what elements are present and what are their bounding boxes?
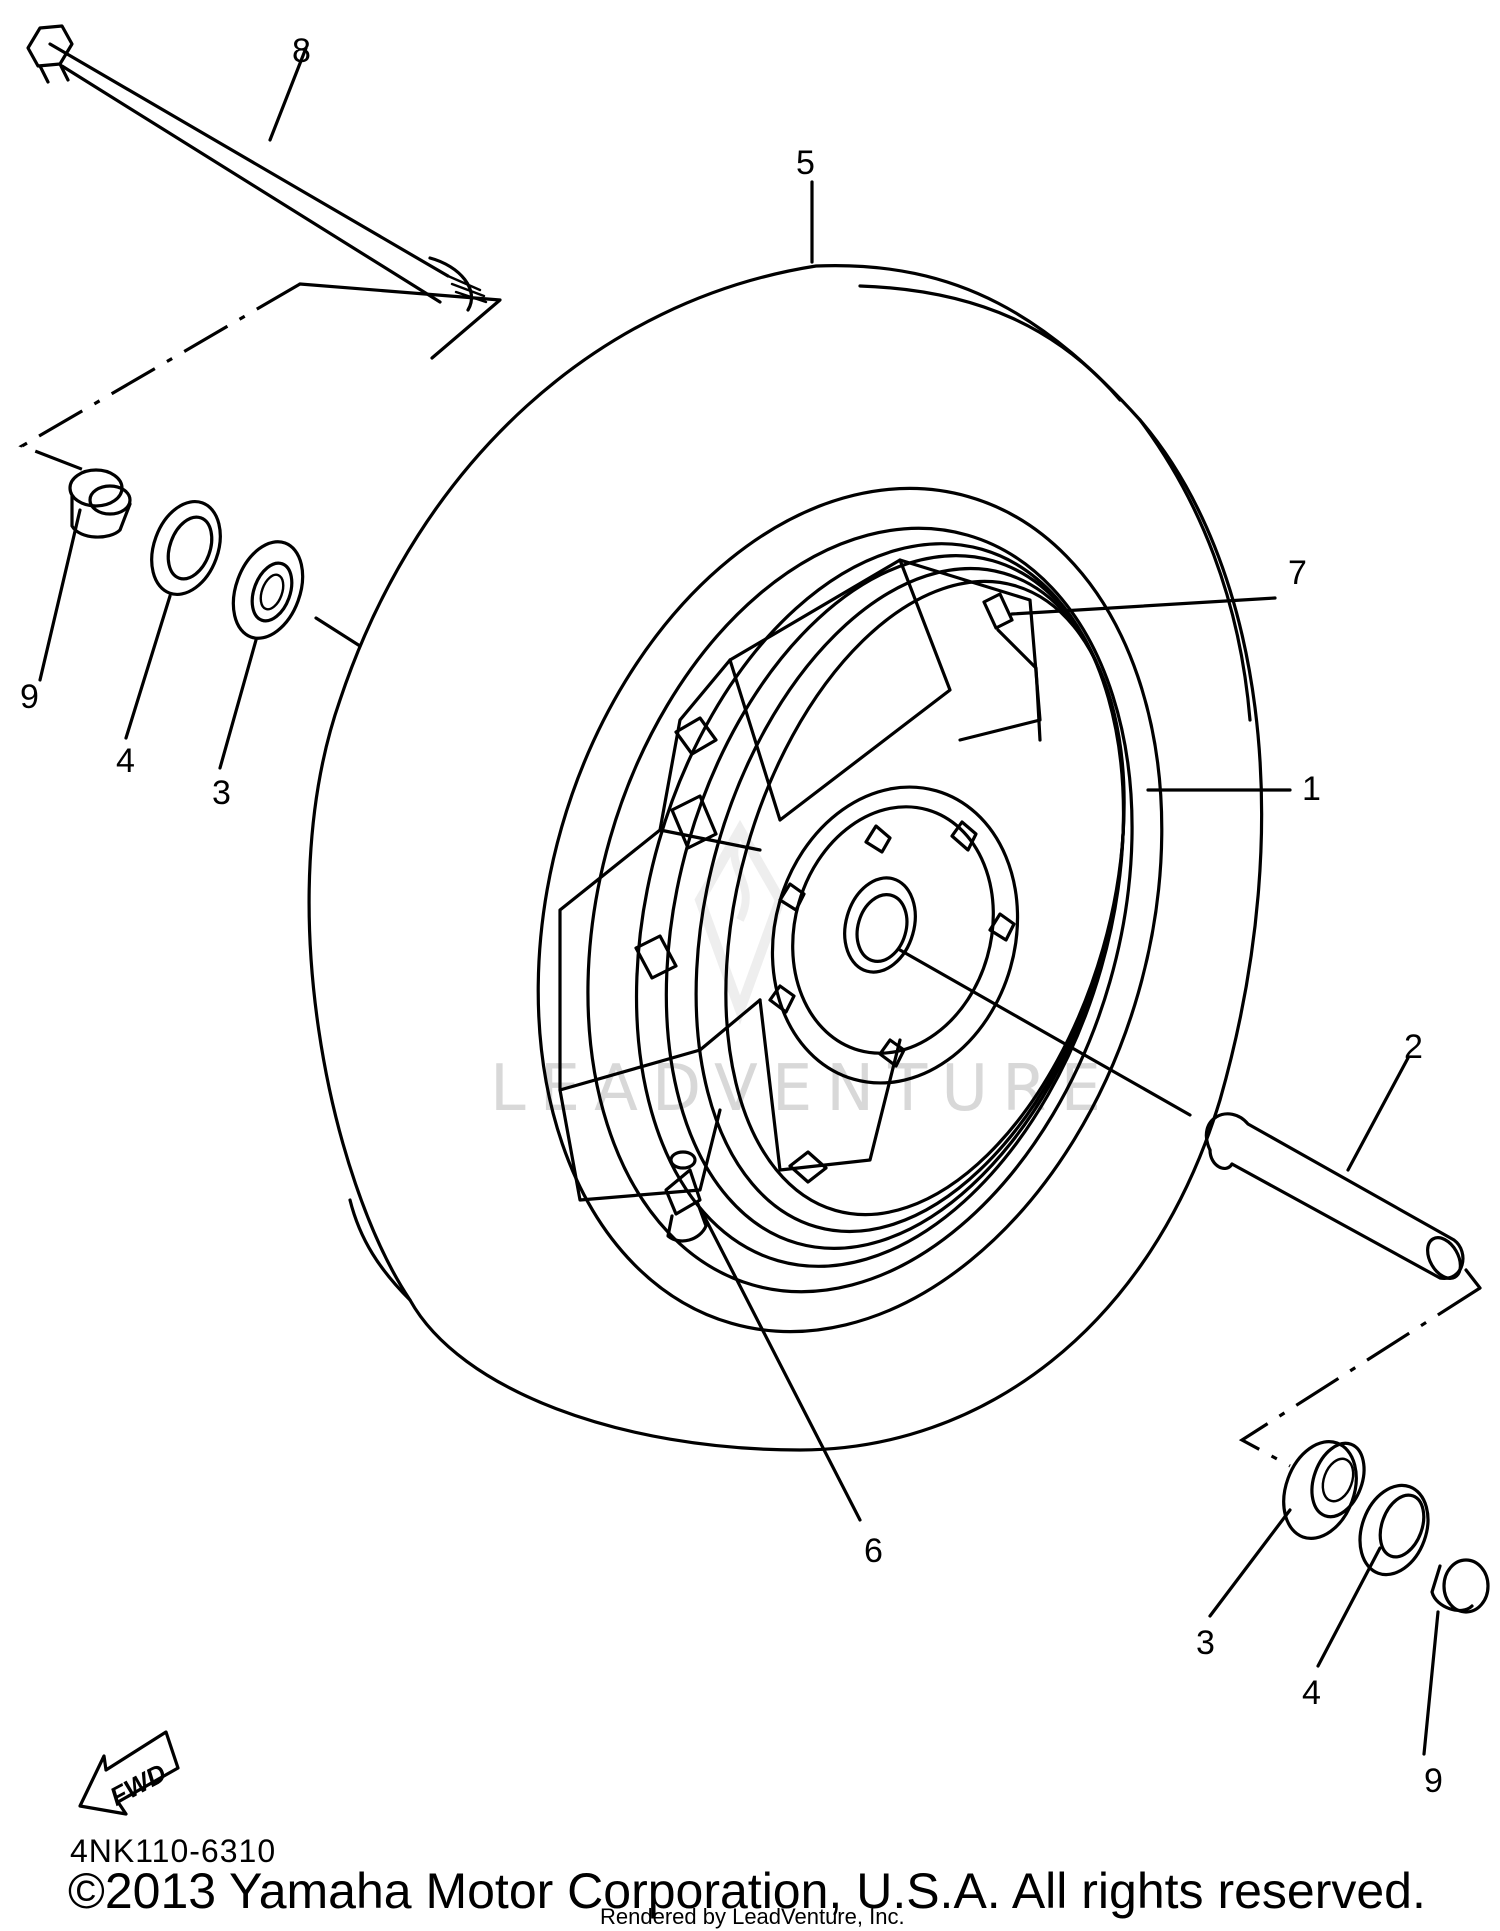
callout-3-left: 3 bbox=[212, 774, 231, 812]
collar-part-9-right bbox=[1430, 1558, 1490, 1614]
assembly-bracket-top bbox=[298, 282, 502, 360]
callout-2: 2 bbox=[1404, 1028, 1423, 1066]
callout-9-right: 9 bbox=[1424, 1762, 1443, 1800]
spacer-part-2 bbox=[1204, 1112, 1465, 1280]
rendered-by-credit: Rendered by LeadVenture, Inc. bbox=[600, 1904, 905, 1929]
collar-part-9-left bbox=[68, 468, 132, 539]
balance-weight-part-7 bbox=[982, 592, 1042, 742]
assembly-line-top bbox=[18, 282, 301, 472]
callout-6: 6 bbox=[864, 1532, 883, 1570]
callout-leader-lines bbox=[38, 46, 1440, 1756]
axis-center-line bbox=[898, 948, 1192, 1117]
bearing-part-3-right bbox=[1282, 1439, 1366, 1541]
assembly-line-bottom bbox=[1238, 1286, 1481, 1468]
wheel-spokes bbox=[558, 558, 1042, 1202]
callout-4-left: 4 bbox=[116, 742, 135, 780]
axle-shaft-part-8 bbox=[26, 24, 488, 312]
tire-part-5 bbox=[307, 263, 1264, 1452]
wheel-hub bbox=[768, 785, 1020, 1085]
callout-3-right: 3 bbox=[1196, 1624, 1215, 1662]
callout-1: 1 bbox=[1302, 770, 1321, 808]
callout-7: 7 bbox=[1288, 554, 1307, 592]
callout-8: 8 bbox=[292, 32, 311, 70]
wheel-rim-part-1 bbox=[536, 486, 1164, 1334]
diagram-code: 4NK110-6310 bbox=[70, 1833, 277, 1869]
callout-5: 5 bbox=[796, 144, 815, 182]
bearing-part-3-left bbox=[231, 540, 362, 648]
callout-9-left: 9 bbox=[20, 678, 39, 716]
leadventure-watermark-logo bbox=[694, 819, 786, 1025]
fwd-arrow-icon: FWD bbox=[78, 1730, 180, 1816]
oil-seal-part-4-right bbox=[1358, 1483, 1430, 1577]
oil-seal-part-4-left bbox=[150, 499, 222, 597]
assembly-bracket-bottom bbox=[1464, 1268, 1482, 1290]
callout-4-right: 4 bbox=[1302, 1674, 1321, 1712]
valve-part-6 bbox=[664, 1150, 708, 1243]
copyright-notice: ©2013 Yamaha Motor Corporation, U.S.A. A… bbox=[68, 1863, 1426, 1919]
